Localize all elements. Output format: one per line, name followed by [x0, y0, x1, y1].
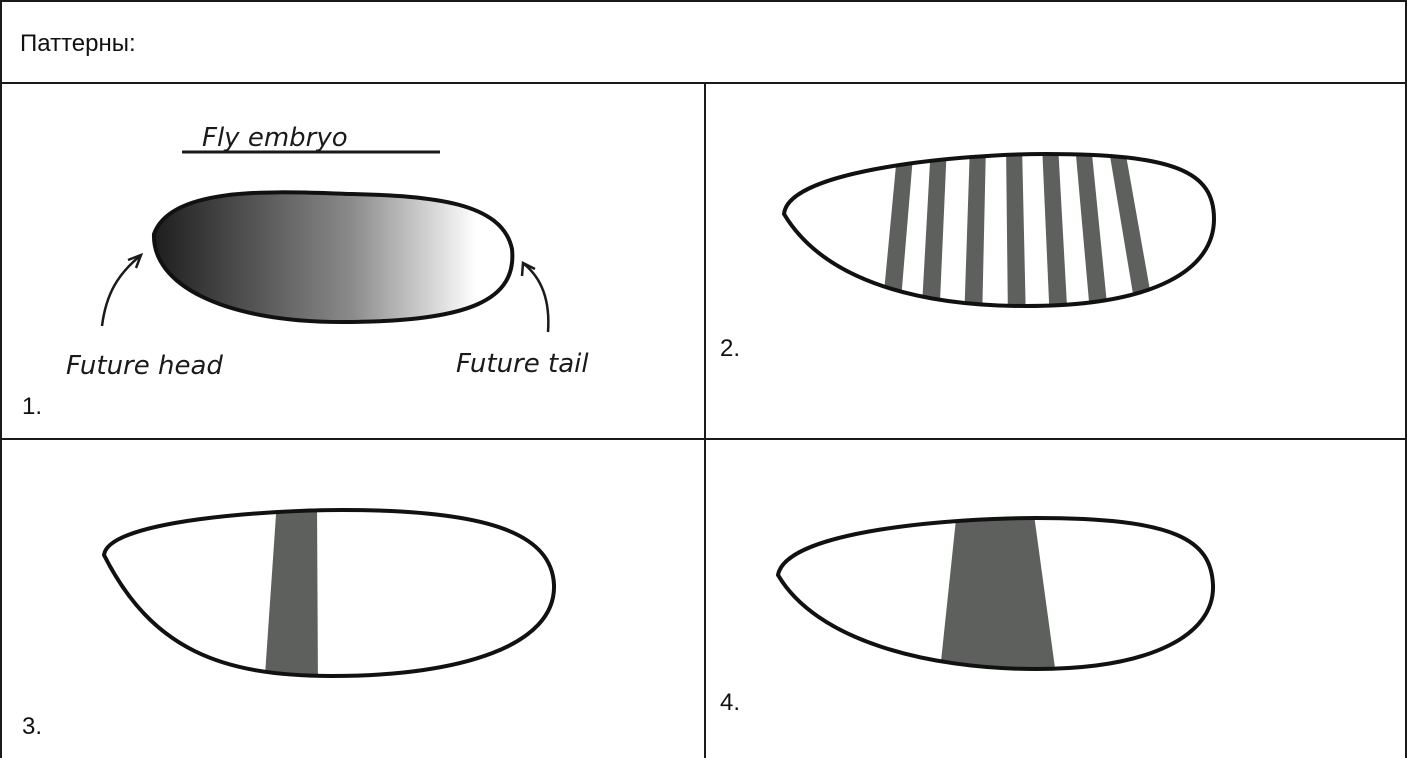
tail-arrow [524, 264, 548, 332]
embryo-single-wide-band-drawing [706, 440, 1405, 758]
panel-4: 4. [706, 440, 1405, 758]
panel-number: 1. [22, 392, 42, 422]
panel-number: 4. [720, 688, 740, 718]
stripe-group [264, 500, 318, 690]
stripe-group [938, 500, 1058, 690]
panel-number: 3. [22, 712, 42, 742]
embryo-outline [784, 154, 1214, 306]
embryo-body [154, 192, 512, 322]
stripe [1042, 144, 1068, 324]
table-header-title: Паттерны: [20, 28, 136, 60]
stripe [264, 500, 318, 690]
stripe [881, 144, 914, 324]
panel-1: Fly embryo Future head Future tail 1. [2, 84, 704, 438]
label-future-tail: Future tail [456, 349, 589, 379]
embryo-title: Fly embryo [202, 123, 348, 153]
stripe [1006, 144, 1026, 324]
embryo-outline [104, 510, 554, 676]
fly-embryo-gradient-drawing: Fly embryo Future head Future tail [2, 84, 704, 438]
label-future-head: Future head [66, 351, 223, 381]
embryo-single-narrow-stripe-drawing [2, 440, 704, 758]
table-border-top [0, 0, 1407, 2]
panel-3: 3. [2, 440, 704, 758]
stripe [964, 144, 986, 324]
stripe [938, 500, 1058, 690]
embryo-seven-stripes-drawing [706, 84, 1405, 438]
stripe [1075, 144, 1109, 324]
head-arrow [102, 256, 140, 326]
panel-number: 2. [720, 334, 740, 364]
panel-2: 2. [706, 84, 1405, 438]
